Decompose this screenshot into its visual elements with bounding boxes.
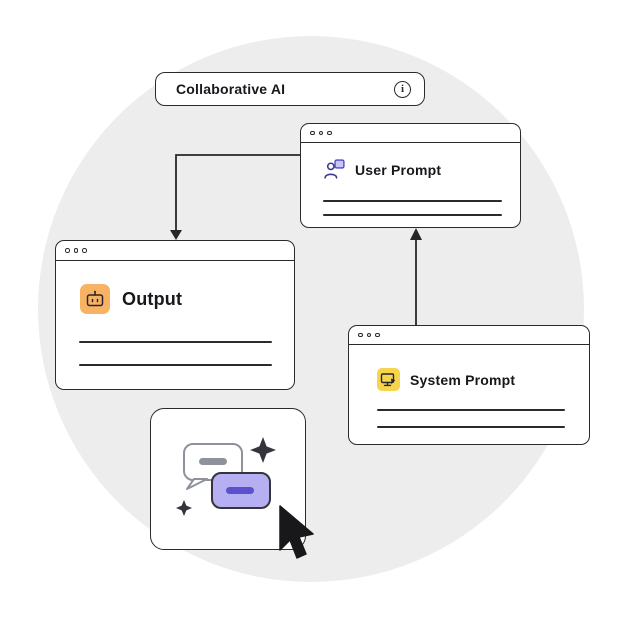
output-label: Output — [122, 288, 183, 309]
window-dot — [310, 130, 315, 136]
text-line-placeholder — [323, 200, 502, 202]
cursor-pointer-icon — [279, 505, 314, 559]
output-window-header — [56, 241, 294, 261]
text-line-placeholder — [323, 214, 502, 216]
window-dot — [65, 248, 70, 253]
text-line-placeholder — [377, 426, 565, 428]
text-line-placeholder — [79, 364, 272, 366]
system-prompt-label: System Prompt — [410, 371, 516, 388]
info-icon[interactable]: i — [394, 80, 411, 98]
window-dot — [318, 130, 323, 136]
title-pill: Collaborative AI i — [155, 72, 425, 106]
user-chat-icon — [323, 158, 346, 181]
gray-chat-bubble — [183, 443, 243, 490]
text-line-placeholder — [377, 409, 565, 411]
chat-bubbles-illustration — [176, 437, 276, 516]
window-dot — [82, 248, 87, 253]
purple-chat-bubble — [211, 472, 271, 509]
system-prompt-title-row: System Prompt — [377, 368, 589, 391]
sparkle-icon — [176, 500, 192, 516]
system-prompt-window-header — [349, 326, 589, 345]
text-line-placeholder — [79, 341, 272, 343]
output-window: Output — [55, 240, 295, 390]
system-prompt-window: System Prompt — [348, 325, 590, 445]
user-prompt-label: User Prompt — [355, 161, 442, 178]
robot-chat-icon — [80, 284, 110, 314]
sparkle-icon — [250, 437, 276, 463]
user-prompt-window: User Prompt — [300, 123, 521, 228]
output-title-row: Output — [80, 284, 294, 314]
monitor-cursor-icon — [377, 368, 400, 391]
window-dot — [358, 332, 363, 338]
user-prompt-window-header — [301, 124, 520, 143]
window-dot — [375, 332, 380, 338]
title-pill-label: Collaborative AI — [176, 81, 286, 97]
window-dot — [73, 248, 78, 253]
user-prompt-title-row: User Prompt — [323, 158, 520, 181]
window-dot — [327, 130, 332, 136]
window-dot — [366, 332, 371, 338]
